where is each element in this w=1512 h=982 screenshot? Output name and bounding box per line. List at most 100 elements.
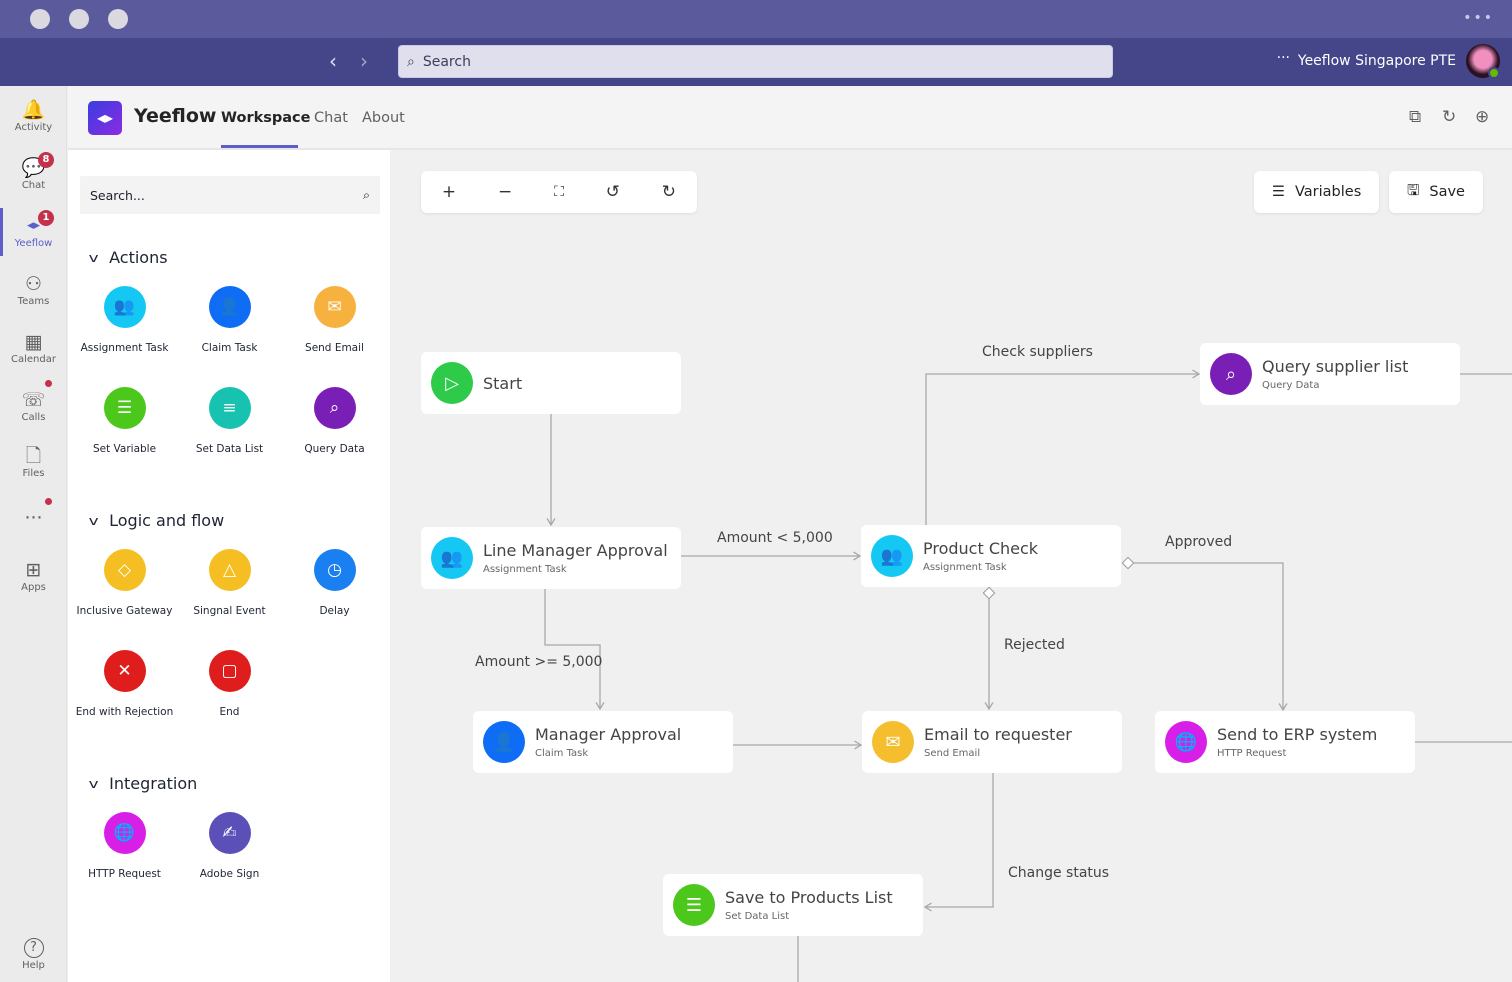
forward-button[interactable]: › [360, 49, 368, 73]
node-type-icon: 👥 [871, 535, 913, 577]
notification-dot [45, 498, 52, 505]
window-maximize-button[interactable] [108, 9, 128, 29]
more-options-icon[interactable]: ··· [1276, 50, 1290, 66]
gateway-diamond-icon[interactable] [982, 586, 996, 600]
palette-item-end[interactable]: ▢End [177, 650, 282, 718]
back-button[interactable]: ‹ [329, 49, 337, 73]
undo-button[interactable]: ↺ [605, 182, 620, 202]
rail-item-apps[interactable]: ⊞Apps [0, 558, 67, 593]
apps-icon: ⊞ [25, 559, 42, 581]
palette-item-claim-task[interactable]: 👤Claim Task [177, 286, 282, 354]
node-start[interactable]: ▷Start [421, 352, 681, 414]
window-close-button[interactable] [30, 9, 50, 29]
node-subtitle: Set Data List [725, 911, 790, 922]
workflow-canvas[interactable]: + − ⛶ ↺ ↻ ☰Variables 🖫Save ▷Start ⌕Query … [390, 150, 1512, 982]
edge[interactable] [925, 369, 1201, 525]
node-type-icon: 👤 [483, 721, 525, 763]
fit-screen-button[interactable]: ⛶ [554, 184, 564, 200]
save-icon: 🖫 [1407, 182, 1420, 199]
calendar-icon: ▦ [24, 331, 43, 353]
edge-label: Change status [1008, 865, 1110, 881]
save-button[interactable]: 🖫Save [1389, 171, 1483, 213]
edge[interactable] [923, 773, 994, 912]
singnal-event-icon: △ [208, 549, 251, 591]
node-subtitle: Assignment Task [483, 564, 567, 575]
bell-icon: 🔔 [21, 99, 46, 121]
edge[interactable] [1128, 562, 1288, 712]
phone-icon: ☏ [21, 389, 46, 411]
node-title: Line Manager Approval [483, 541, 668, 560]
node-title: Query supplier list [1262, 357, 1409, 376]
palette-item-adobe-sign[interactable]: ✍Adobe Sign [177, 812, 282, 880]
palette-item-send-email[interactable]: ✉Send Email [282, 286, 387, 354]
rail-item-calendar[interactable]: ▦Calendar [0, 330, 67, 365]
node-title: Send to ERP system [1217, 725, 1378, 744]
canvas-toolbar: + − ⛶ ↺ ↻ [421, 171, 697, 213]
globe-icon[interactable]: ⊕ [1475, 107, 1490, 127]
palette-item-set-variable[interactable]: ☰Set Variable [72, 387, 177, 455]
app-header: ◂▸ Yeeflow Workspace Chat About ⧉ ↻ ⊕ [68, 86, 1512, 150]
rail-item-calls[interactable]: ☏Calls [0, 380, 67, 423]
palette-item-end-with-rejection[interactable]: ✕End with Rejection [72, 650, 177, 718]
send-email-icon: ✉ [313, 286, 356, 328]
variables-button[interactable]: ☰Variables [1254, 171, 1380, 213]
edge-label: Approved [1165, 534, 1233, 550]
rail-item-more[interactable]: ··· [0, 498, 67, 530]
tab-about[interactable]: About [362, 110, 405, 126]
edge-label: Amount >= 5,000 [475, 654, 603, 670]
organization-name[interactable]: Yeeflow Singapore PTE [1297, 53, 1456, 69]
global-search-input[interactable]: ⌕ Search [398, 45, 1113, 78]
zoom-out-button[interactable]: − [497, 182, 513, 202]
palette-item-http-request[interactable]: 🌐HTTP Request [72, 812, 177, 880]
palette-item-assignment-task[interactable]: 👥Assignment Task [72, 286, 177, 354]
assignment-task-icon: 👥 [103, 286, 146, 328]
status-available-icon [1488, 67, 1500, 79]
palette-item-singnal-event[interactable]: △Singnal Event [177, 549, 282, 617]
palette-item-inclusive-gateway[interactable]: ◇Inclusive Gateway [72, 549, 177, 617]
edge-label: Rejected [1004, 637, 1065, 653]
node-subtitle: Claim Task [535, 748, 589, 759]
popout-icon[interactable]: ⧉ [1409, 107, 1422, 127]
tab-workspace[interactable]: Workspace [221, 110, 311, 126]
edge[interactable] [544, 589, 605, 711]
help-icon: ? [23, 938, 44, 958]
node-type-icon: ☰ [673, 884, 715, 926]
window-more-icon[interactable]: ••• [1463, 10, 1494, 26]
set-variable-icon: ☰ [103, 387, 146, 429]
rail-item-help[interactable]: ?Help [22, 938, 45, 971]
gateway-diamond-icon[interactable] [1121, 556, 1135, 570]
redo-button[interactable]: ↻ [661, 182, 677, 202]
palette-search-input[interactable]: Search...⌕ [80, 176, 380, 214]
palette-item-delay[interactable]: ◷Delay [282, 549, 387, 617]
file-icon: 🗋 [25, 445, 42, 467]
rail-item-teams[interactable]: ⚇Teams [0, 272, 67, 307]
rail-item-activity[interactable]: 🔔Activity [0, 98, 67, 133]
rail-item-files[interactable]: 🗋Files [0, 444, 67, 479]
palette-item-set-data-list[interactable]: ≡Set Data List [177, 387, 282, 455]
palette-item-query-data[interactable]: ⌕Query Data [282, 387, 387, 455]
active-tab-indicator [221, 145, 298, 148]
search-placeholder: Search [422, 53, 471, 70]
node-type-icon: ▷ [431, 362, 473, 404]
window-minimize-button[interactable] [69, 9, 89, 29]
workflow-edges [544, 369, 1512, 982]
node-type-icon: ✉ [872, 721, 914, 763]
refresh-icon[interactable]: ↻ [1442, 107, 1457, 127]
tab-chat[interactable]: Chat [314, 110, 348, 126]
top-bar: ‹ › ⌕ Search ··· Yeeflow Singapore PTE [0, 38, 1512, 86]
avatar[interactable] [1466, 44, 1500, 79]
zoom-in-button[interactable]: + [441, 182, 457, 202]
